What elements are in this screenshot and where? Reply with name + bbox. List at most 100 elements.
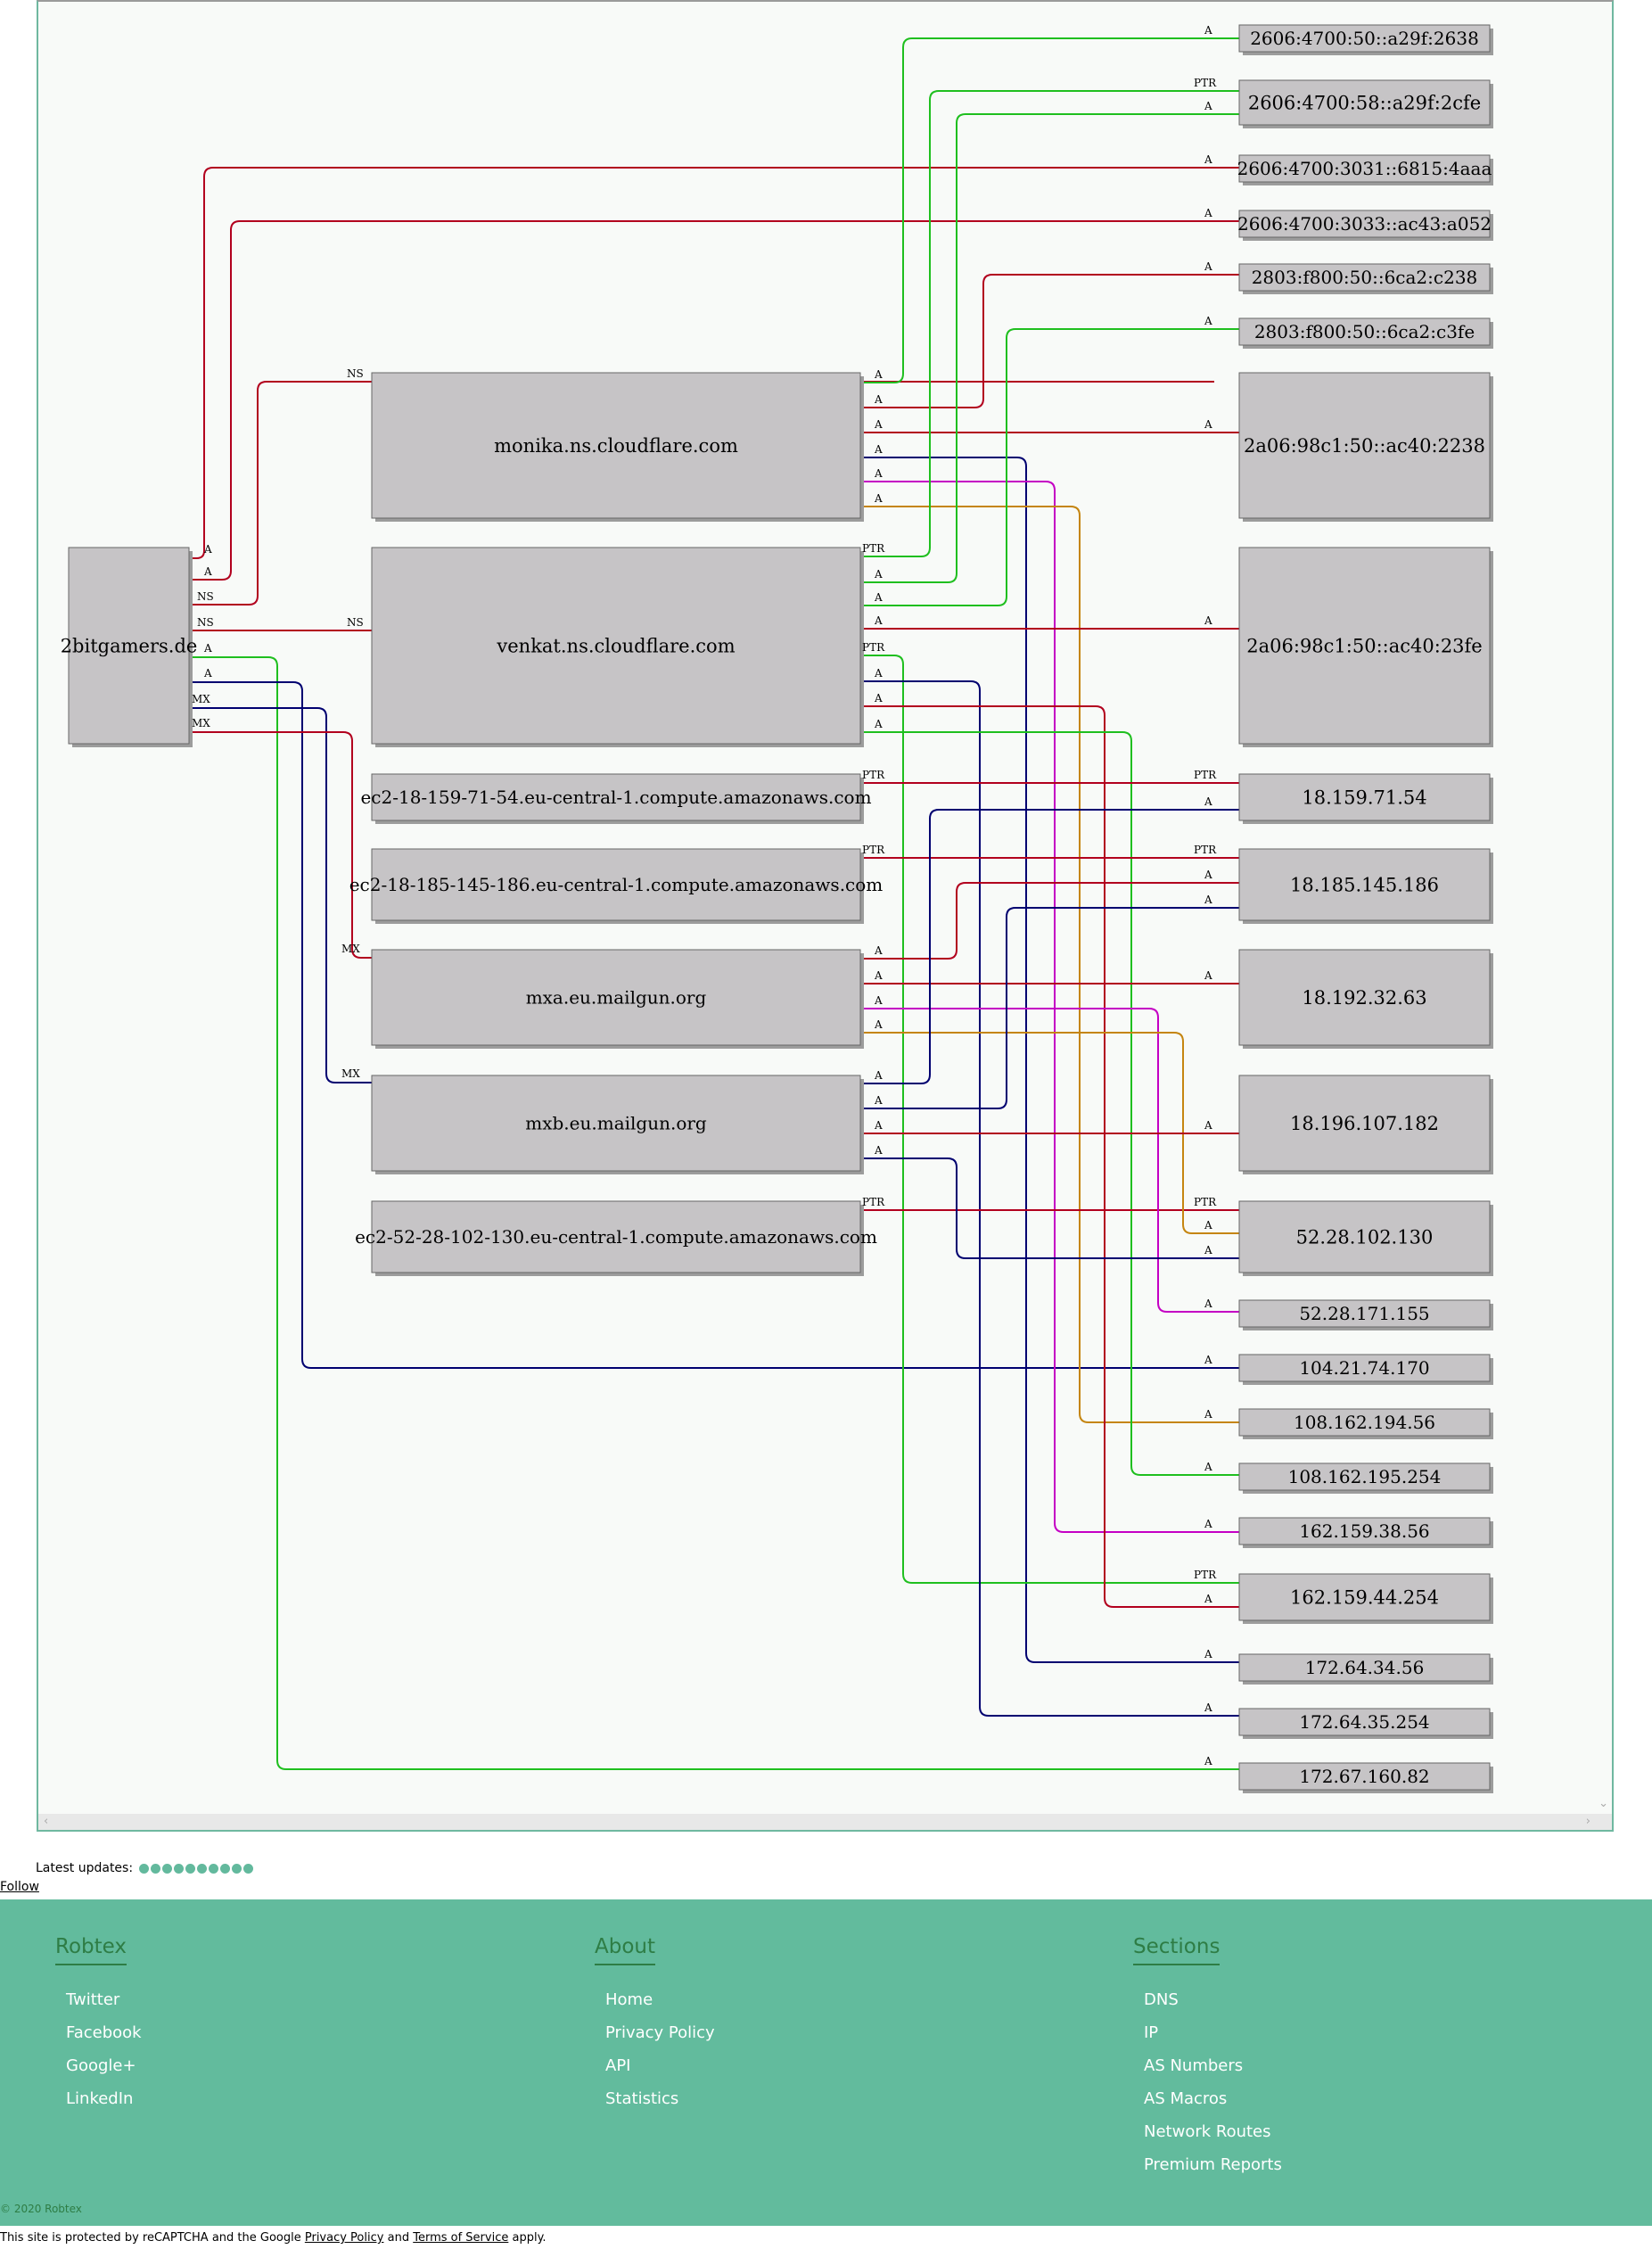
node-right-15-label: 108.162.194.56 [1294,1412,1435,1433]
record-type-label: MX [192,693,210,705]
footer-link-twitter[interactable]: Twitter [66,1990,120,2009]
footer-link-api[interactable]: API [605,2056,631,2075]
scroll-right-icon[interactable]: › [1585,1815,1590,1828]
node-right-9[interactable] [1238,848,1491,921]
node-right-5-label: 2803:f800:50::6ca2:c3fe [1254,321,1475,342]
recaptcha-text: This site is protected by reCAPTCHA and … [0,2231,301,2245]
node-middle-4[interactable] [371,949,861,1046]
update-dot[interactable] [138,1863,149,1874]
record-type-label: A [874,393,883,406]
copyright: © 2020 Robtex [0,2203,82,2215]
record-type-label: A [874,492,883,505]
record-type-label: A [1204,1701,1212,1714]
record-type-label: A [1204,969,1212,982]
node-right-0[interactable] [1238,24,1491,53]
edge-2bitgamers-2606-3031 [189,167,1239,559]
footer-link-as-macros[interactable]: AS Macros [1144,2089,1228,2108]
record-type-label: MX [192,717,210,729]
node-middle-6[interactable] [371,1200,861,1273]
record-type-label: A [1204,1518,1212,1530]
node-right-3-label: 2606:4700:3033::ac43:a052 [1237,213,1492,235]
footer-link-googleplus[interactable]: Google+ [66,2056,136,2075]
record-type-label: A [874,568,883,581]
record-type-label: A [1204,1298,1212,1310]
node-2bitgamers[interactable] [68,547,190,745]
footer-link-home[interactable]: Home [605,1990,653,2009]
footer-link-statistics[interactable]: Statistics [605,2089,679,2108]
footer-link-network-routes[interactable]: Network Routes [1144,2122,1271,2141]
node-right-17[interactable] [1238,1517,1491,1545]
horizontal-scrollbar[interactable]: ‹ › [38,1814,1612,1830]
node-right-18[interactable] [1238,1573,1491,1621]
footer-link-dns[interactable]: DNS [1144,1990,1179,2009]
update-dot[interactable] [196,1863,207,1874]
edge-monika-108-162-194 [860,506,1239,1423]
google-privacy-link[interactable]: Privacy Policy [304,2231,384,2245]
node-right-19[interactable] [1238,1653,1491,1682]
edge-labels: AANSNSAAMXMXNSNSMXMXAAAAAAPTRAAAPTRAAAPT… [192,24,1217,1767]
node-right-4[interactable] [1238,263,1491,292]
scroll-down-icon[interactable]: ⌄ [1599,1797,1608,1810]
node-middle-5[interactable] [371,1075,861,1172]
node-right-1[interactable] [1238,79,1491,126]
node-right-11[interactable] [1238,1075,1491,1172]
edge-2bitgamers-2606-3033 [189,220,1239,581]
footer-column-robtex: Robtex Twitter Facebook Google+ LinkedIn [55,1935,142,2122]
footer-link-facebook[interactable]: Facebook [66,2023,142,2042]
node-right-15[interactable] [1238,1408,1491,1437]
record-type-label: A [1204,315,1212,327]
footer-link-linkedin[interactable]: LinkedIn [66,2089,134,2108]
footer-link-ip[interactable]: IP [1144,2023,1159,2042]
footer-link-as-numbers[interactable]: AS Numbers [1144,2056,1244,2075]
edge-venkat-162-159-44 [860,705,1239,1608]
node-right-3[interactable] [1238,210,1491,238]
node-right-6[interactable] [1238,372,1491,519]
node-right-2-label: 2606:4700:3031::6815:4aaa [1237,158,1492,179]
footer-link-premium-reports[interactable]: Premium Reports [1144,2155,1282,2174]
edge-mxa-18-185 [860,882,1239,960]
record-type-label: A [1204,894,1212,906]
recaptcha-notice: This site is protected by reCAPTCHA and … [0,2231,547,2245]
follow-link[interactable]: Follow [0,1880,39,1894]
record-type-label: A [874,692,883,704]
node-right-7[interactable] [1238,547,1491,745]
update-dot[interactable] [150,1863,160,1874]
node-right-8[interactable] [1238,773,1491,821]
footer-link-privacy-policy[interactable]: Privacy Policy [605,2023,715,2042]
node-right-16-label: 108.162.195.254 [1288,1466,1442,1487]
edge-2bitgamers-172-67 [189,656,1239,1770]
node-right-10[interactable] [1238,949,1491,1046]
record-type-label: A [1204,1593,1212,1605]
update-dot[interactable] [231,1863,242,1874]
node-middle-1[interactable] [371,547,861,745]
node-right-20[interactable] [1238,1708,1491,1736]
node-middle-3[interactable] [371,848,861,921]
node-right-13-label: 52.28.171.155 [1299,1303,1429,1324]
record-type-label: NS [347,616,364,629]
node-right-5[interactable] [1238,317,1491,346]
update-dot[interactable] [208,1863,218,1874]
scroll-left-icon[interactable]: ‹ [44,1815,49,1828]
node-right-16[interactable] [1238,1462,1491,1491]
update-dot[interactable] [173,1863,184,1874]
node-middle-2[interactable] [371,773,861,821]
latest-updates-dots[interactable] [137,1861,253,1875]
record-type-label: PTR [1194,844,1217,856]
record-type-label: A [1204,1244,1212,1256]
node-middle-0[interactable] [371,372,861,519]
record-type-label: A [1204,1119,1212,1132]
node-right-12[interactable] [1238,1200,1491,1273]
update-dot[interactable] [242,1863,253,1874]
update-dot[interactable] [185,1863,195,1874]
update-dot[interactable] [161,1863,172,1874]
node-right-2[interactable] [1238,154,1491,183]
record-type-label: A [1204,153,1212,166]
node-right-14[interactable] [1238,1354,1491,1382]
update-dot[interactable] [219,1863,230,1874]
node-right-10-label: 18.192.32.63 [1302,987,1426,1009]
node-right-13[interactable] [1238,1299,1491,1328]
google-terms-link[interactable]: Terms of Service [413,2231,509,2245]
node-right-21[interactable] [1238,1762,1491,1791]
footer-column-title: Sections [1133,1935,1221,1965]
